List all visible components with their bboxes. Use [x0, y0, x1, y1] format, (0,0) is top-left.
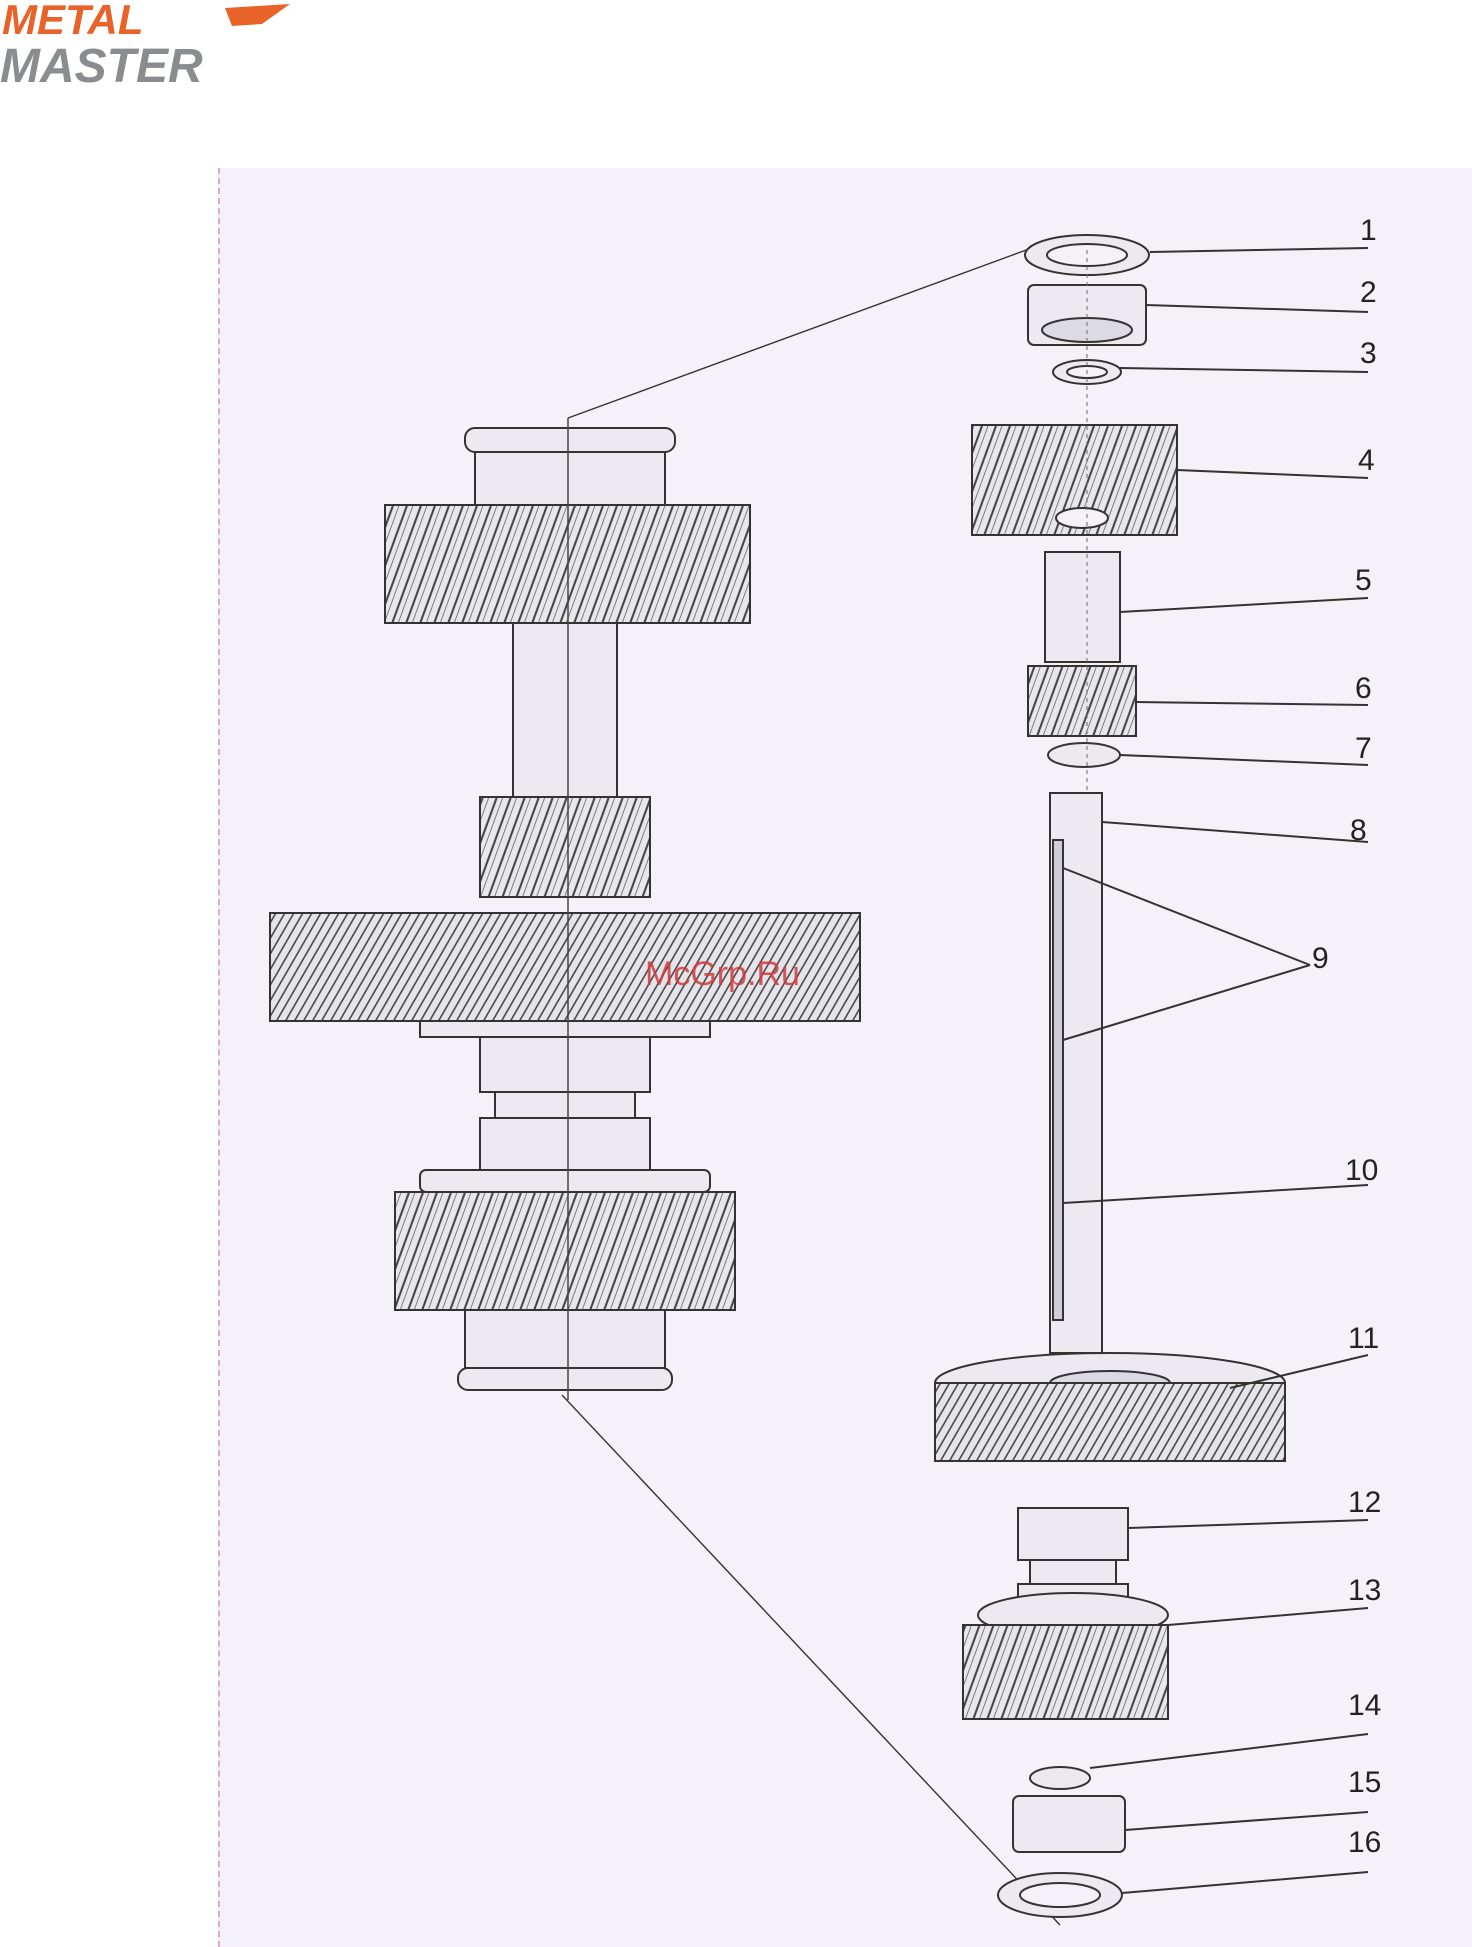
callout-11: 11	[1348, 1322, 1379, 1355]
bottom-bearing-cap	[458, 1368, 672, 1390]
callout-2: 2	[1360, 276, 1377, 309]
part-14-ring	[1030, 1767, 1090, 1789]
part-5-shaft	[1045, 552, 1120, 662]
callout-1: 1	[1360, 214, 1377, 247]
exploded-parts	[935, 235, 1285, 1917]
assembled-shaft-body	[513, 623, 617, 798]
part-6-pinion	[1028, 666, 1136, 736]
assembled-pinion	[480, 797, 650, 897]
callout-7: 7	[1355, 732, 1372, 765]
callout-14: 14	[1348, 1689, 1381, 1722]
callout-12: 12	[1348, 1486, 1381, 1519]
assembled-nut-lower	[480, 1118, 650, 1170]
assembled-hub	[420, 1021, 710, 1037]
assembled-gear-bottom	[395, 1192, 735, 1310]
callout-5: 5	[1355, 564, 1372, 597]
part-7-ring	[1048, 743, 1120, 767]
callout-10: 10	[1345, 1154, 1378, 1187]
callout-15: 15	[1348, 1766, 1381, 1799]
callout-8: 8	[1350, 814, 1367, 847]
part-12-nut	[1018, 1508, 1128, 1560]
watermark: McGrp.Ru	[645, 955, 800, 993]
explode-line-top	[568, 245, 1040, 418]
callout-4: 4	[1358, 444, 1375, 477]
bottom-bearing	[465, 1310, 665, 1368]
callout-9: 9	[1312, 942, 1329, 975]
callout-6: 6	[1355, 672, 1372, 705]
part-11-gear	[935, 1383, 1285, 1461]
top-bearing-cap	[465, 428, 675, 452]
assembled-nut-upper	[480, 1037, 650, 1092]
callout-3: 3	[1360, 337, 1377, 370]
part-15-bearing	[1013, 1796, 1125, 1852]
callout-13: 13	[1348, 1574, 1381, 1607]
part-13-gear	[963, 1625, 1168, 1719]
callout-16: 16	[1348, 1826, 1381, 1859]
assembled-shaft	[270, 418, 860, 1400]
top-bearing	[475, 452, 665, 507]
part-9-10-keys	[1053, 840, 1063, 1320]
